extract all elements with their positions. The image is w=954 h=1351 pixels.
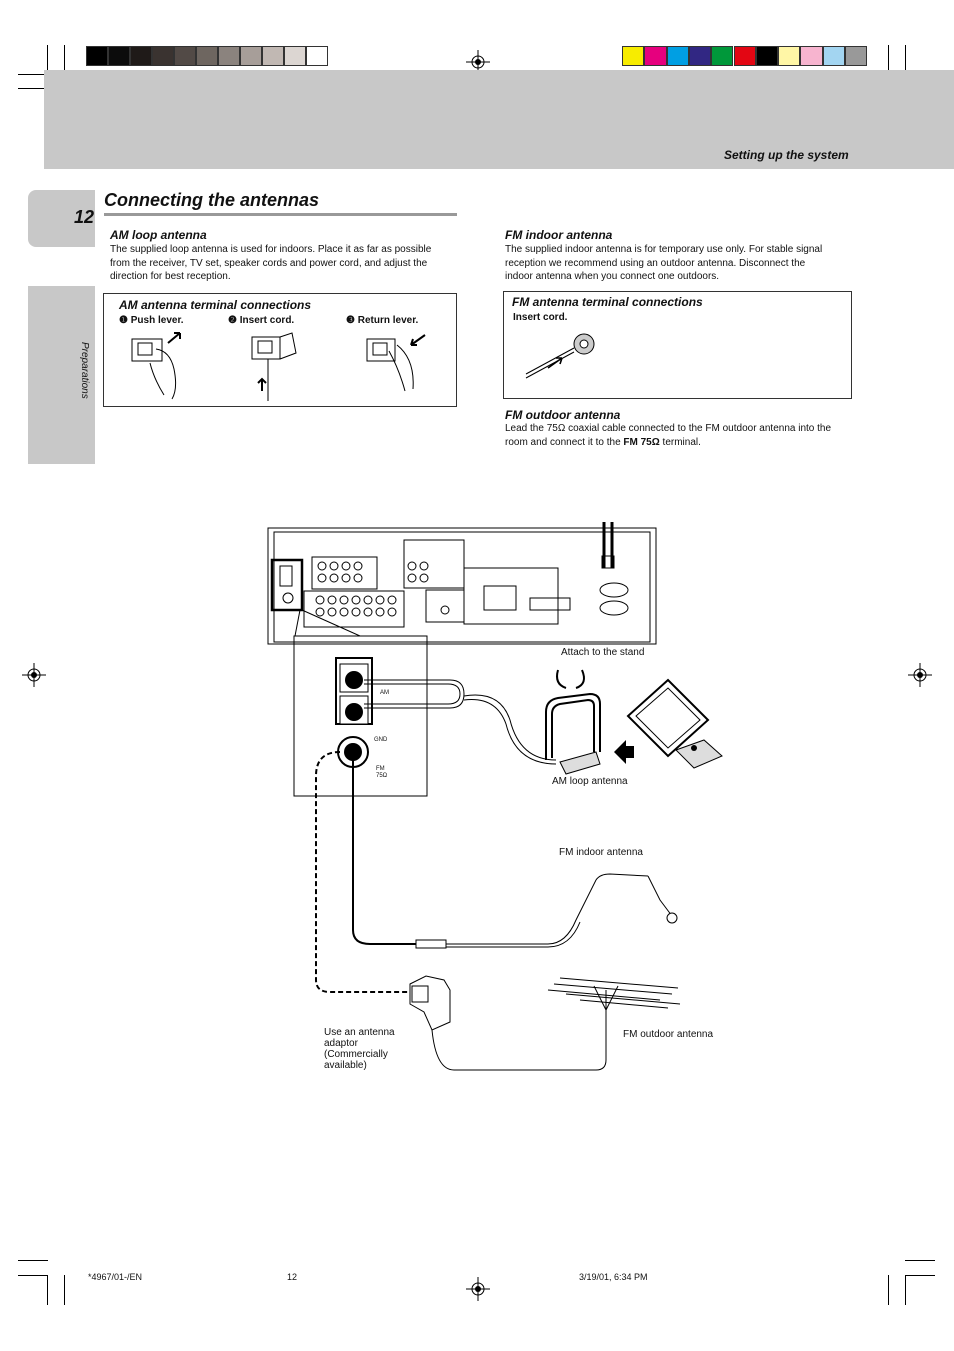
fm-terminal-heading: FM antenna terminal connections (512, 295, 703, 309)
am-step-3: ❸ Return lever. (346, 315, 419, 326)
color-swatch (86, 46, 108, 66)
am-step-1: ❶ Push lever. (119, 315, 184, 326)
registration-mark-icon (466, 1277, 490, 1301)
antenna-connection-diagram (267, 522, 723, 1071)
crop-mark (905, 1275, 906, 1305)
footer-page: 12 (287, 1272, 298, 1282)
footer-datetime: 3/19/01, 6:34 PM (579, 1272, 648, 1282)
color-swatch (711, 46, 734, 66)
page-number-tab (28, 190, 95, 247)
color-swatch (688, 46, 712, 66)
title-underline (104, 213, 457, 216)
color-swatch (666, 46, 689, 66)
color-swatch (108, 46, 130, 66)
am-terminal-heading: AM antenna terminal connections (119, 298, 312, 312)
color-swatch (778, 46, 801, 66)
am-loop-label: AM loop antenna (552, 776, 628, 787)
crop-mark (47, 45, 48, 75)
fm-terminal-step: Insert cord. (513, 312, 568, 323)
am-loop-text: The supplied loop antenna is used for in… (110, 244, 432, 282)
color-swatch (174, 46, 196, 66)
color-swatch (733, 46, 756, 66)
color-swatch (240, 46, 262, 66)
page-number: 12 (74, 207, 95, 227)
color-swatch (800, 46, 823, 66)
side-tab (28, 286, 95, 464)
fm-outdoor-heading: FM outdoor antenna (505, 408, 621, 422)
crop-mark (905, 1275, 935, 1276)
crop-mark (64, 45, 65, 75)
receiver-rear-panel (267, 522, 657, 645)
crop-mark (18, 1260, 48, 1261)
crop-mark (888, 45, 889, 75)
color-swatch (306, 46, 328, 66)
registration-mark-icon (908, 663, 932, 687)
page-title: Connecting the antennas (104, 190, 320, 210)
color-swatch (262, 46, 284, 66)
color-swatch (284, 46, 306, 66)
fm-outdoor-text: Lead the 75Ω coaxial cable connected to … (505, 423, 832, 448)
registration-mark-icon (466, 50, 490, 74)
crop-mark (64, 1275, 65, 1305)
terminal-gnd-label: GND (374, 737, 388, 743)
footer-code: *4967/01-/EN (88, 1272, 143, 1282)
color-swatch (196, 46, 218, 66)
fm-indoor-label: FM indoor antenna (559, 847, 643, 858)
return-lever-illustration (366, 334, 426, 392)
crop-mark (905, 1260, 935, 1261)
registration-mark-icon (22, 663, 46, 687)
crop-mark (905, 45, 906, 75)
terminal-am-label: AM (380, 690, 389, 696)
color-swatch (152, 46, 174, 66)
color-swatch (644, 46, 667, 66)
terminal-fm-label: FM (376, 766, 385, 772)
fm-indoor-text: The supplied indoor antenna is for tempo… (505, 244, 823, 282)
adaptor-label: Use an antenna adaptor (Commercially ava… (324, 1027, 395, 1071)
fm-indoor-heading: FM indoor antenna (505, 228, 613, 242)
crop-mark (18, 1275, 48, 1276)
section-title: Setting up the system (724, 148, 849, 162)
color-swatch (218, 46, 240, 66)
fm-insert-cord-illustration (525, 333, 595, 379)
am-terminal-box: AM antenna terminal connections ❶ Push l… (103, 293, 457, 407)
color-swatch (130, 46, 152, 66)
fm-outdoor-label: FM outdoor antenna (623, 1029, 714, 1040)
terminal-fm-ohm-label: 75Ω (376, 773, 388, 779)
side-tab-label: Preparations (79, 342, 90, 399)
crop-mark (888, 1275, 889, 1305)
color-swatch (822, 46, 845, 66)
fm-terminal-box: FM antenna terminal connections Insert c… (503, 291, 852, 399)
am-step-2: ❷ Insert cord. (228, 315, 295, 326)
am-loop-heading: AM loop antenna (110, 228, 207, 242)
color-swatch (845, 46, 868, 66)
crop-mark (47, 1275, 48, 1305)
push-lever-illustration (131, 332, 181, 400)
crop-mark (18, 88, 48, 89)
color-swatch (622, 46, 645, 66)
insert-cord-illustration (251, 332, 297, 401)
header-band (44, 70, 954, 169)
attach-stand-label: Attach to the stand (561, 647, 645, 658)
crop-mark (18, 74, 48, 75)
color-swatch (755, 46, 779, 66)
